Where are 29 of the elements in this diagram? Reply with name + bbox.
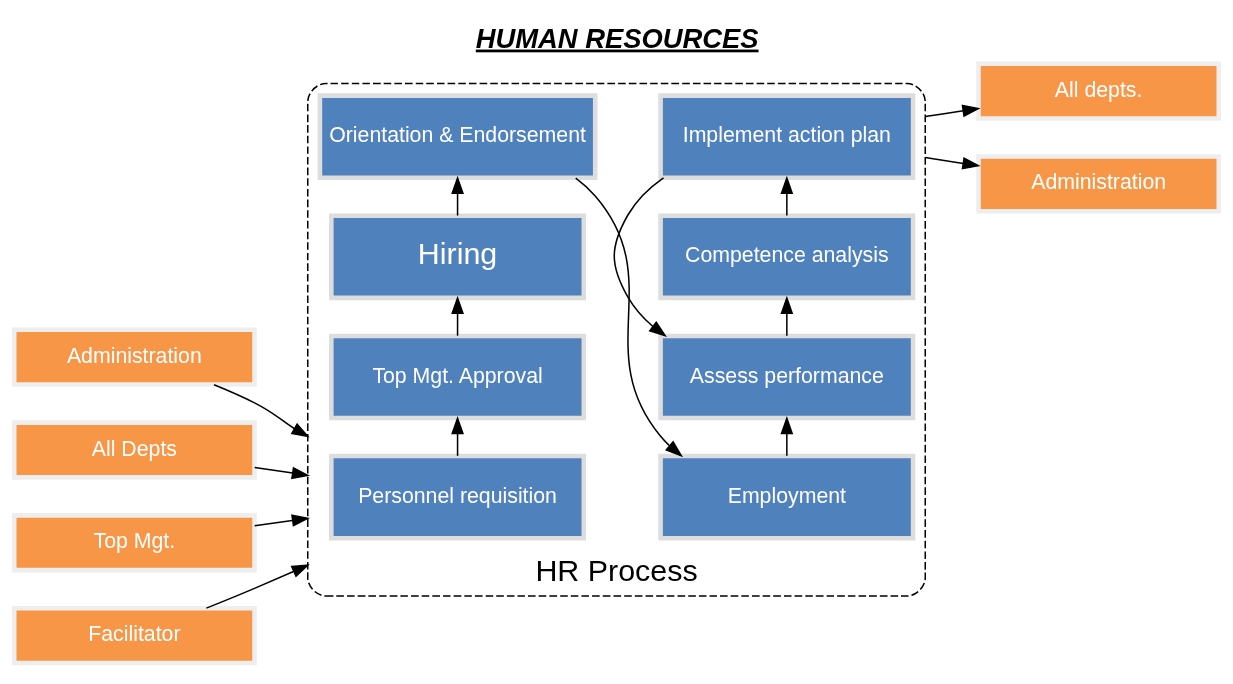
node-box: Employment bbox=[658, 453, 916, 541]
node-box: Orientation & Endorsement bbox=[317, 93, 598, 180]
arrow bbox=[780, 415, 794, 457]
arrow bbox=[613, 177, 667, 338]
node-box: Hiring bbox=[329, 213, 587, 301]
arrow bbox=[253, 514, 311, 527]
arrow bbox=[780, 295, 794, 337]
node-box: Top Mgt. bbox=[11, 513, 257, 573]
arrow bbox=[451, 295, 464, 337]
arrow bbox=[924, 156, 981, 170]
node-box: Implement action plan bbox=[658, 93, 916, 180]
arrow bbox=[780, 175, 794, 217]
arrow bbox=[451, 415, 464, 457]
node-box: Top Mgt. Approval bbox=[329, 333, 587, 421]
node-box: Administration bbox=[11, 327, 257, 387]
arrow bbox=[924, 104, 981, 118]
arrow bbox=[253, 466, 311, 480]
node-box: All Depts bbox=[11, 420, 257, 480]
diagram-title: HUMAN RESOURCES bbox=[475, 22, 759, 54]
arrow bbox=[451, 175, 464, 217]
node-box: Administration bbox=[976, 154, 1222, 214]
arrow bbox=[213, 384, 310, 438]
node-box: All depts. bbox=[976, 61, 1222, 121]
node-box: Personnel requisition bbox=[329, 453, 587, 541]
arrow bbox=[205, 564, 310, 609]
node-box: Competence analysis bbox=[658, 213, 916, 301]
arrow bbox=[574, 177, 684, 458]
node-box: Assess performance bbox=[658, 333, 916, 421]
node-box: Facilitator bbox=[11, 605, 257, 666]
